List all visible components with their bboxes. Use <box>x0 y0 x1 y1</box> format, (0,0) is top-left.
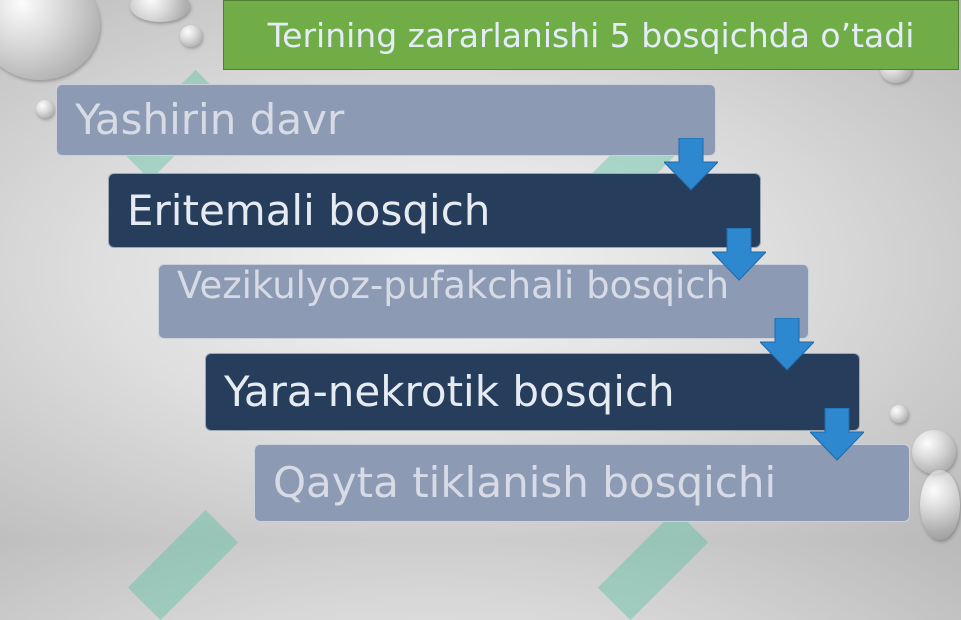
step-recovery: Qayta tiklanish bosqichi <box>254 444 910 522</box>
step-vesicular: Vezikulyoz-pufakchali bosqich <box>158 264 809 339</box>
down-arrow-icon <box>664 138 718 191</box>
step-latent-period: Yashirin davr <box>56 84 716 156</box>
step-label: Qayta tiklanish bosqichi <box>273 458 777 507</box>
down-arrow-icon <box>712 228 766 281</box>
down-arrow-icon <box>810 408 864 461</box>
watermark-logo <box>127 509 239 620</box>
slide-title: Terining zararlanishi 5 bosqichda o’tadi <box>223 0 959 70</box>
step-label: Yashirin davr <box>75 95 345 144</box>
step-label: Eritemali bosqich <box>127 185 491 235</box>
water-drop <box>180 25 202 47</box>
water-drop <box>920 470 960 540</box>
water-drop <box>130 0 190 22</box>
step-erythematous: Eritemali bosqich <box>108 173 761 248</box>
down-arrow-icon <box>760 318 814 371</box>
watermark-logo <box>597 509 709 620</box>
water-drop <box>890 405 908 423</box>
step-label: Yara-nekrotik bosqich <box>224 367 675 416</box>
step-label: Vezikulyoz-pufakchali bosqich <box>177 264 730 307</box>
step-ulcer-necrotic: Yara-nekrotik bosqich <box>205 353 860 431</box>
water-drop <box>0 0 100 80</box>
water-drop <box>912 430 956 474</box>
water-drop <box>36 100 54 118</box>
